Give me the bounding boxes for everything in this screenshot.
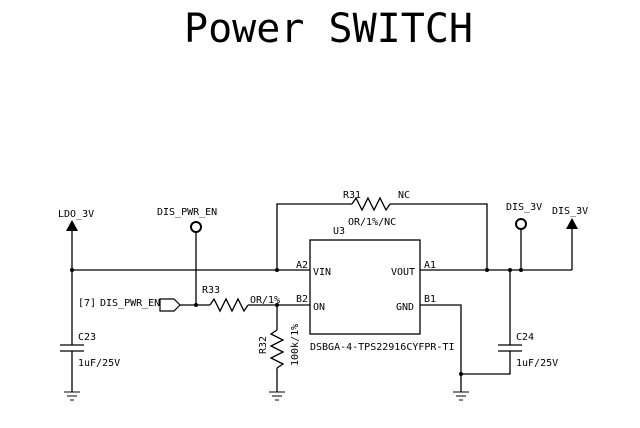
ground-icon <box>453 391 469 401</box>
junction-dot <box>485 268 489 272</box>
port-net-label: DIS_PWR_EN <box>100 298 160 309</box>
ic-ref: U3 <box>333 226 345 237</box>
ldo-net-label: LDO_3V <box>58 209 94 220</box>
ic-body <box>309 239 421 335</box>
dis3v-power-arrow-icon <box>566 218 578 229</box>
r31-wire-left <box>276 203 352 270</box>
junction-dot <box>275 268 279 272</box>
junction-dot <box>459 372 463 376</box>
r33-value: OR/1% <box>250 295 280 306</box>
gnd-wire <box>420 304 462 392</box>
dis3v-power-label: DIS_3V <box>552 206 588 217</box>
dis-pwr-en-net-label: DIS_PWR_EN <box>157 207 217 218</box>
c23-ref: C23 <box>78 332 96 343</box>
pin-num-on: B2 <box>296 294 308 305</box>
pin-name-vin: VIN <box>313 267 331 278</box>
r32-resistor-icon <box>269 329 285 369</box>
r31-resistor-icon <box>351 196 391 212</box>
c24-ground-wire <box>461 351 511 375</box>
ldo-power-arrow-icon <box>66 220 78 231</box>
pin-num-vout: A1 <box>424 260 436 271</box>
dis3v-testpoint-label: DIS_3V <box>506 202 542 213</box>
c23-value: 1uF/25V <box>78 358 120 369</box>
r32-value: 100k/1% <box>290 324 301 366</box>
pin-name-gnd: GND <box>396 302 414 313</box>
port-ref: [7] <box>78 298 96 309</box>
page-title: Power SWITCH <box>184 6 473 52</box>
r31-note: NC <box>398 190 410 201</box>
pin-name-vout: VOUT <box>391 267 415 278</box>
r33-ref: R33 <box>202 285 220 296</box>
pin-num-vin: A2 <box>296 260 308 271</box>
c24-value: 1uF/25V <box>516 358 558 369</box>
r32-ref: R32 <box>258 336 269 354</box>
c24-ref: C24 <box>516 332 534 343</box>
ground-icon <box>269 391 285 401</box>
pin-num-gnd: B1 <box>424 294 436 305</box>
test-point-icon <box>190 221 202 233</box>
r31-ref: R31 <box>343 190 361 201</box>
r33-resistor-icon <box>209 297 249 313</box>
r31-value: OR/1%/NC <box>348 217 396 228</box>
r31-wire-right <box>390 203 488 270</box>
pin-name-on: ON <box>313 302 325 313</box>
test-point-icon <box>515 218 527 230</box>
ic-part-number: DSBGA-4-TPS22916CYFPR-TI <box>310 342 455 353</box>
junction-dot <box>70 268 74 272</box>
ground-icon <box>64 391 80 401</box>
input-port-icon <box>159 298 181 312</box>
